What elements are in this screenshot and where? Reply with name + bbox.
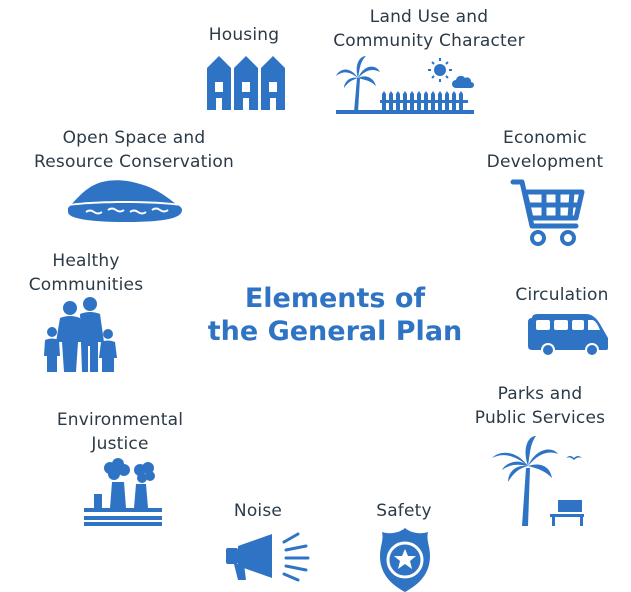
label-open-space: Open Space and Resource Conservation [34, 128, 234, 172]
palm-fence-sun-icon [336, 56, 474, 114]
label-housing: Housing [208, 25, 280, 45]
label-circulation: Circulation [515, 285, 609, 305]
label-healthy-communities: Healthy Communities [28, 251, 144, 295]
palm-bench-icon [492, 436, 584, 526]
van-icon [528, 314, 608, 356]
diagram-title: Elements of the General Plan [180, 282, 490, 348]
family-icon [44, 297, 117, 372]
label-noise: Noise [233, 501, 283, 521]
factory-icon [84, 458, 162, 526]
label-economic-development: Economic Development [486, 128, 604, 172]
houses-icon [207, 56, 285, 110]
label-land-use: Land Use and Community Character [333, 7, 525, 51]
label-safety: Safety [376, 501, 432, 521]
title-line-2: the General Plan [207, 316, 463, 347]
label-parks-public-services: Parks and Public Services [474, 384, 606, 428]
label-environmental-justice: Environmental Justice [56, 410, 184, 454]
island-icon [68, 180, 182, 222]
police-badge-icon [380, 528, 430, 592]
shopping-cart-icon [510, 179, 585, 246]
title-line-1: Elements of [244, 283, 426, 314]
megaphone-icon [226, 532, 310, 582]
